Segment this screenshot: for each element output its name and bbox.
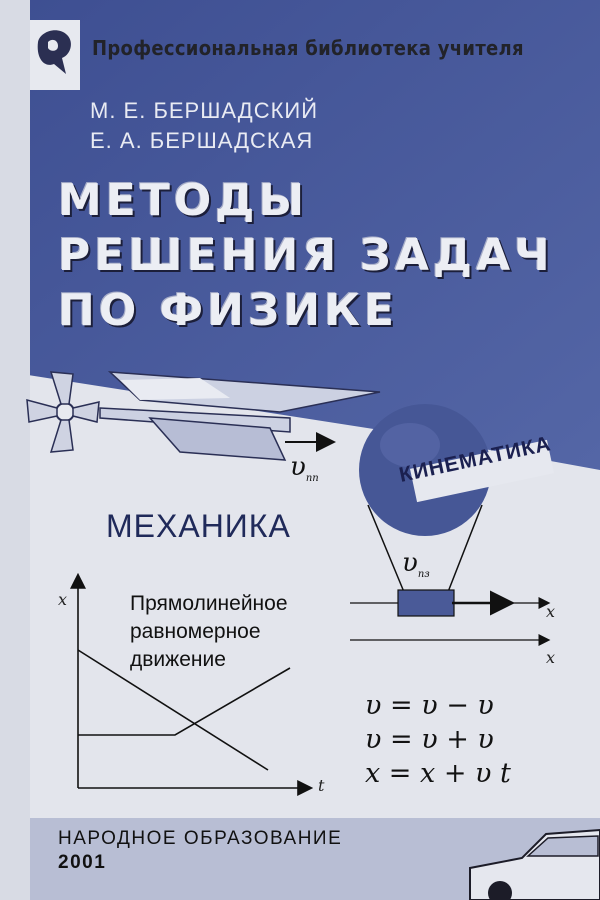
right-axis-label-2: x bbox=[546, 648, 556, 667]
graph-x-axis-label: t bbox=[318, 776, 325, 795]
cover-blue-panel bbox=[28, 0, 600, 470]
publisher-logo-icon bbox=[30, 20, 80, 90]
author-1: М. Е. БЕРШАДСКИЙ bbox=[90, 98, 319, 123]
propeller-icon bbox=[26, 371, 100, 453]
formula-1: υ = υ − υ bbox=[365, 690, 494, 721]
topic-line-1: Прямолинейное bbox=[130, 592, 288, 615]
airplane-icon bbox=[99, 371, 381, 461]
publisher-name: НАРОДНОЕ ОБРАЗОВАНИЕ bbox=[58, 828, 343, 849]
motion-graph bbox=[70, 572, 314, 796]
author-2: Е. А. БЕРШАДСКАЯ bbox=[90, 128, 314, 153]
right-axis-label-1: x bbox=[546, 602, 556, 621]
graph-line-increasing bbox=[78, 667, 291, 736]
car-icon bbox=[469, 828, 600, 900]
plane-velocity-label: υпп bbox=[290, 452, 319, 485]
section-title: МЕХАНИКА bbox=[106, 508, 291, 544]
series-title: Профессиональная библиотека учителя bbox=[92, 36, 524, 60]
balloon-velocity-label: υпз bbox=[402, 548, 430, 581]
publication-year: 2001 bbox=[58, 852, 107, 873]
book-title-line-1: МЕТОДЫ bbox=[58, 175, 309, 226]
formula-2: υ = υ + υ bbox=[365, 724, 494, 755]
graph-y-axis-label: x bbox=[58, 590, 68, 609]
topic-line-2: равномерное bbox=[130, 620, 261, 643]
formula-3: x = x + υ t bbox=[365, 758, 511, 789]
topic-line-3: движение bbox=[130, 648, 226, 671]
kinematics-tag-bg bbox=[409, 439, 555, 503]
graph-line-decreasing bbox=[77, 649, 269, 771]
book-title-line-3: ПО ФИЗИКЕ bbox=[58, 285, 399, 336]
book-title-line-2: РЕШЕНИЯ ЗАДАЧ bbox=[58, 230, 554, 281]
